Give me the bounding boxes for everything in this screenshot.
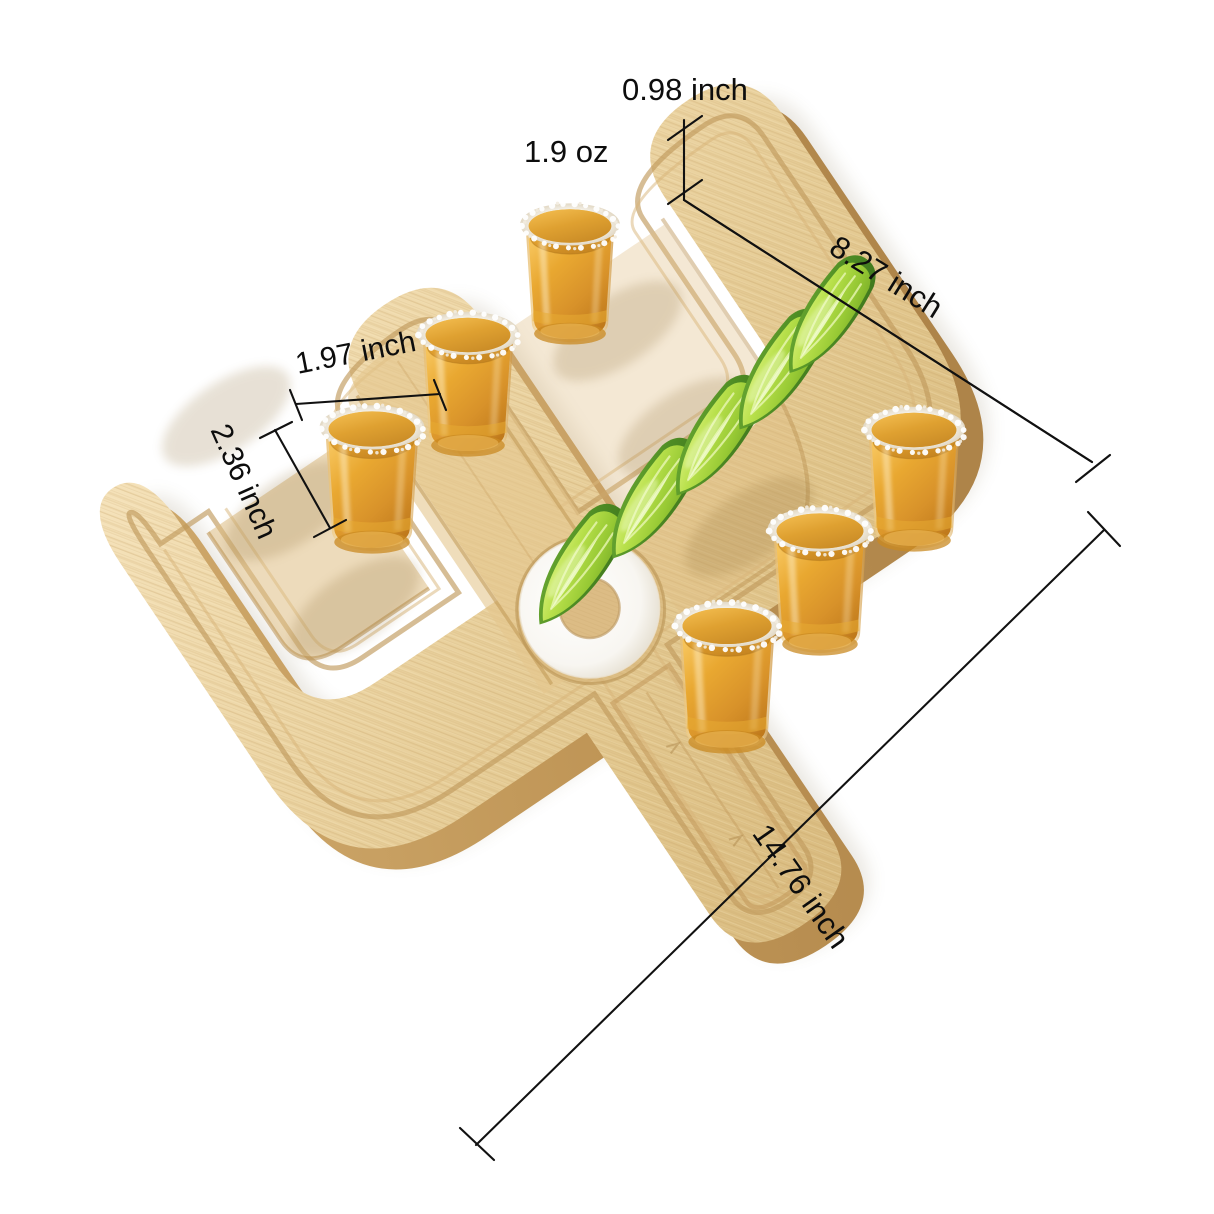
- dim-line-glass-height: [258, 420, 348, 539]
- dim-line-width: [682, 198, 1112, 484]
- shot-glass: [318, 403, 426, 554]
- shot-glass: [671, 599, 782, 754]
- dim-line-glass-diameter: [288, 378, 448, 422]
- cactus-board: [99, 84, 989, 964]
- glass-shadows: [162, 280, 814, 658]
- dimension-lines: [258, 114, 1122, 1162]
- shot-glass: [518, 201, 621, 345]
- shot-glass: [415, 309, 521, 456]
- dim-line-length: [458, 510, 1122, 1162]
- engraved-groove-outer: [126, 113, 933, 916]
- salt-ring-well: [515, 534, 667, 686]
- dimension-label-capacity: 1.9 oz: [524, 134, 609, 169]
- shot-glass: [861, 404, 967, 551]
- dimension-label-thickness: 0.98 inch: [622, 72, 748, 107]
- handle-inset: [609, 662, 808, 910]
